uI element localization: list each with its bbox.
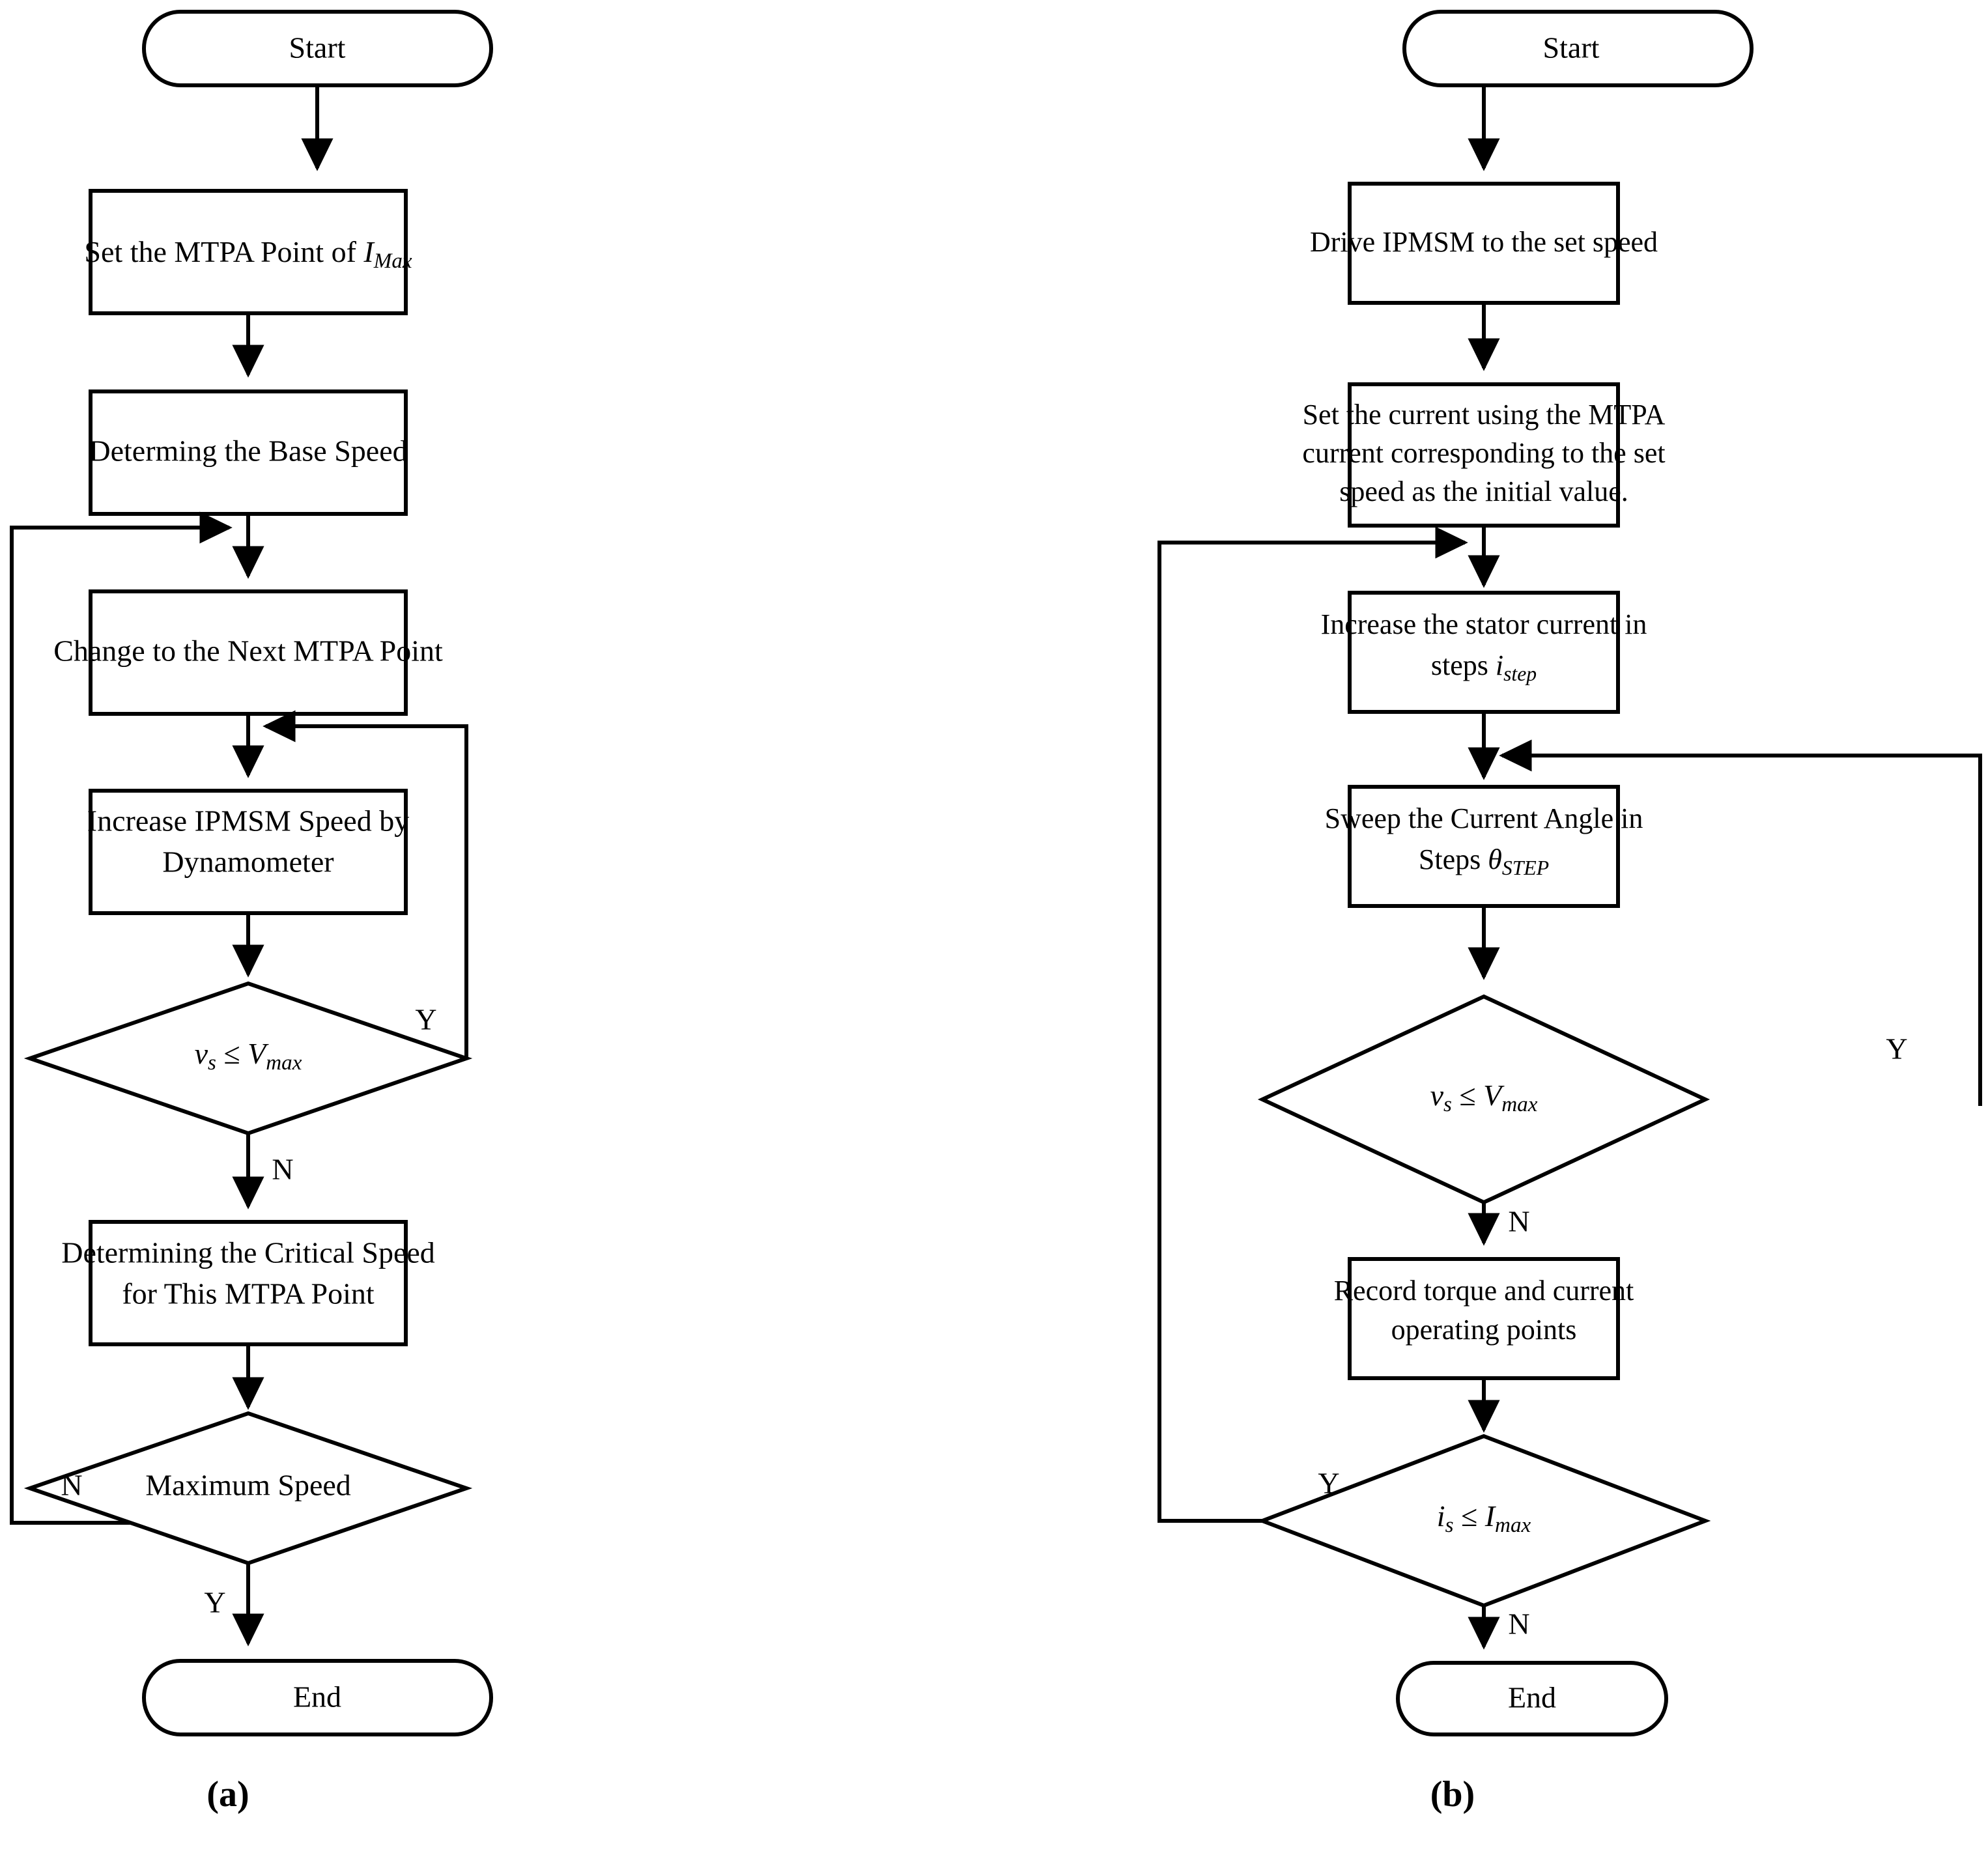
node-sweep-current-angle: Sweep the Current Angle in Steps θSTEP bbox=[1325, 785, 1643, 908]
terminator-shape bbox=[142, 1659, 493, 1736]
node-start-a: Start bbox=[142, 10, 493, 87]
panel-a: Start Set the MTPA Point of IMax Determi… bbox=[10, 10, 493, 1815]
terminator-shape bbox=[1402, 10, 1754, 87]
node-end-b: End bbox=[1396, 1661, 1668, 1736]
node-drive-ipmsm: Drive IPMSM to the set speed bbox=[1310, 182, 1658, 305]
node-label: End bbox=[1508, 1681, 1556, 1714]
node-label: Start bbox=[1543, 31, 1600, 64]
node-label-line3: speed as the initial value. bbox=[1339, 475, 1628, 507]
edge-label-vscheck-yes-a: Y bbox=[415, 1003, 436, 1036]
node-set-current-mtpa: Set the current using the MTPA current c… bbox=[1302, 382, 1666, 528]
process-shape bbox=[89, 389, 408, 516]
process-shape bbox=[1348, 1257, 1620, 1380]
node-label: Start bbox=[289, 31, 346, 64]
node-label: Maximum Speed bbox=[145, 1469, 351, 1502]
node-label: vs ≤ Vmax bbox=[1430, 1079, 1538, 1116]
node-end-a: End bbox=[142, 1659, 493, 1736]
node-label-line2: current corresponding to the set bbox=[1302, 437, 1665, 469]
edge-vscheck-yes-loop-b bbox=[1499, 739, 1982, 1106]
edge-label-maxspeed-no: N bbox=[61, 1469, 82, 1502]
node-determine-critical-speed: Determining the Critical Speed for This … bbox=[61, 1220, 435, 1346]
panel-b: Start Drive IPMSM to the set speed Set t… bbox=[1157, 10, 1982, 1815]
node-label-line1: Sweep the Current Angle in bbox=[1325, 802, 1643, 834]
node-label-line2: for This MTPA Point bbox=[122, 1277, 374, 1310]
node-label-line2: steps istep bbox=[1431, 649, 1537, 685]
node-increase-ipmsm-speed: Increase IPMSM Speed by Dynamometer bbox=[87, 789, 409, 915]
node-record-torque-current: Record torque and current operating poin… bbox=[1334, 1257, 1634, 1380]
node-max-speed-check: Maximum Speed bbox=[23, 1411, 473, 1566]
node-label: Change to the Next MTPA Point bbox=[53, 634, 443, 668]
process-shape bbox=[1348, 591, 1620, 714]
terminator-shape bbox=[1396, 1661, 1668, 1736]
node-label: End bbox=[293, 1680, 341, 1714]
edge-label-ischeck-yes: Y bbox=[1318, 1467, 1339, 1500]
edge-label-vscheck-yes-b: Y bbox=[1886, 1032, 1907, 1066]
node-label: vs ≤ Vmax bbox=[195, 1037, 302, 1075]
node-is-check: is ≤ Imax bbox=[1257, 1434, 1711, 1608]
node-label-line1: Determining the Critical Speed bbox=[61, 1236, 435, 1269]
node-increase-stator-current: Increase the stator current in steps ist… bbox=[1321, 591, 1647, 714]
node-label-line2: operating points bbox=[1391, 1314, 1577, 1346]
node-label: Determing the Base Speed bbox=[89, 434, 407, 468]
edge-label-maxspeed-yes: Y bbox=[204, 1586, 225, 1619]
node-label: is ≤ Imax bbox=[1437, 1499, 1531, 1537]
node-start-b: Start bbox=[1402, 10, 1754, 87]
node-label-line2: Steps θSTEP bbox=[1419, 843, 1549, 879]
panel-caption-b: (b) bbox=[1430, 1774, 1475, 1815]
edge-label-vscheck-no-a: N bbox=[272, 1153, 293, 1186]
node-vs-check-a: vs ≤ Vmax bbox=[23, 981, 473, 1136]
process-shape bbox=[1348, 382, 1620, 528]
node-label-line1: Increase IPMSM Speed by bbox=[87, 804, 409, 838]
node-label: Set the MTPA Point of IMax bbox=[84, 235, 412, 273]
edge-label-ischeck-no: N bbox=[1508, 1607, 1529, 1641]
node-determine-base-speed: Determing the Base Speed bbox=[89, 389, 408, 516]
node-label-line1: Increase the stator current in bbox=[1321, 608, 1647, 640]
node-label-line2: Dynamometer bbox=[162, 845, 334, 879]
panel-caption-a: (a) bbox=[206, 1774, 249, 1815]
edge-vscheck-yes-loop-a bbox=[263, 710, 468, 1058]
node-label: Drive IPMSM to the set speed bbox=[1310, 226, 1658, 258]
node-set-mtpa-point: Set the MTPA Point of IMax bbox=[84, 189, 412, 315]
process-shape bbox=[89, 189, 408, 315]
node-change-next-mtpa-point: Change to the Next MTPA Point bbox=[53, 589, 443, 716]
process-shape bbox=[89, 1220, 408, 1346]
node-label-line1: Record torque and current bbox=[1334, 1275, 1634, 1307]
edge-label-vscheck-no-b: N bbox=[1508, 1205, 1529, 1238]
node-label-line1: Set the current using the MTPA bbox=[1303, 399, 1666, 431]
